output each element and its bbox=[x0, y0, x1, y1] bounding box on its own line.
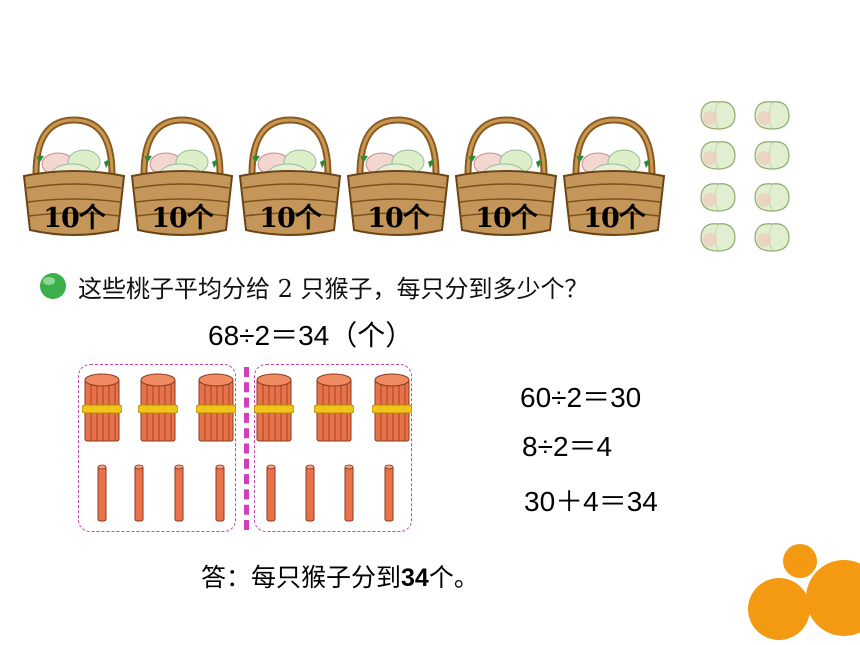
peach-icon bbox=[700, 223, 736, 252]
question-line: 这些桃子平均分给 2 只猴子，每只分到多少个？ bbox=[38, 268, 589, 304]
answer-prefix: 答：每只猴子分到 bbox=[201, 563, 402, 592]
basket: 10个 bbox=[22, 112, 126, 242]
decor-circle-medium bbox=[748, 578, 810, 640]
green-bullet-icon bbox=[40, 273, 66, 299]
basket-icon bbox=[346, 116, 450, 236]
peach-icon bbox=[700, 141, 736, 170]
peach-icon bbox=[754, 141, 790, 170]
basket: 10个 bbox=[130, 112, 234, 242]
step-equation-1: 60÷2＝30 bbox=[520, 382, 642, 413]
basket-label: 10个 bbox=[151, 203, 214, 234]
peach-icon bbox=[754, 223, 790, 252]
stick-icon bbox=[97, 464, 107, 522]
stick-bundle-icon bbox=[254, 373, 294, 442]
basket-icon bbox=[22, 116, 126, 236]
stick-icon bbox=[266, 464, 276, 522]
basket: 10个 bbox=[454, 112, 558, 242]
decor-circle-large bbox=[806, 560, 860, 636]
basket: 10个 bbox=[346, 112, 450, 242]
step-equation-3: 30＋4＝34 bbox=[524, 486, 658, 517]
stick-icon bbox=[384, 464, 394, 522]
peach-icon bbox=[754, 183, 790, 212]
stick-group-right bbox=[254, 364, 412, 532]
stick-bundle-icon bbox=[372, 373, 412, 442]
basket-label: 10个 bbox=[259, 203, 322, 234]
stick-icon bbox=[174, 464, 184, 522]
peach-icon bbox=[700, 183, 736, 212]
stick-bundle-icon bbox=[196, 373, 236, 442]
decor-circle-small bbox=[783, 544, 817, 578]
main-equation: 68÷2＝34（个） bbox=[208, 320, 414, 351]
answer-suffix: 个。 bbox=[428, 563, 479, 592]
basket-icon bbox=[238, 116, 342, 236]
stick-icon bbox=[134, 464, 144, 522]
basket-label: 10个 bbox=[367, 203, 430, 234]
step-equation-2: 8÷2＝4 bbox=[522, 431, 613, 462]
basket-icon bbox=[562, 116, 666, 236]
basket-icon bbox=[454, 116, 558, 236]
answer-line: 答：每只猴子分到34个。 bbox=[201, 558, 479, 594]
stick-icon bbox=[344, 464, 354, 522]
divider-line bbox=[244, 367, 249, 530]
basket: 10个 bbox=[562, 112, 666, 242]
peach-icon bbox=[700, 101, 736, 130]
stick-bundle-icon bbox=[138, 373, 178, 442]
stick-bundle-icon bbox=[314, 373, 354, 442]
basket-icon bbox=[130, 116, 234, 236]
basket-label: 10个 bbox=[475, 203, 538, 234]
question-text: 这些桃子平均分给 2 只猴子，每只分到多少个？ bbox=[78, 274, 589, 303]
stick-bundle-icon bbox=[82, 373, 122, 442]
answer-number: 34 bbox=[401, 564, 429, 592]
stick-icon bbox=[305, 464, 315, 522]
stick-group-left bbox=[78, 364, 236, 532]
basket-label: 10个 bbox=[43, 203, 106, 234]
basket-label: 10个 bbox=[583, 203, 646, 234]
peach-icon bbox=[754, 101, 790, 130]
stick-icon bbox=[215, 464, 225, 522]
basket: 10个 bbox=[238, 112, 342, 242]
